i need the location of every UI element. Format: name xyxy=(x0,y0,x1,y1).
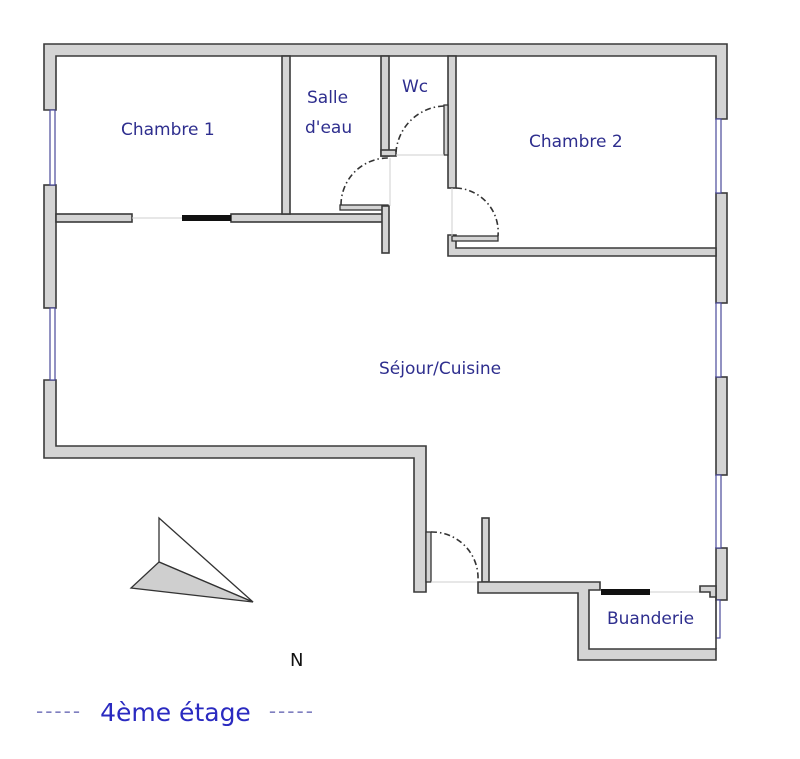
room-label-buanderie: Buanderie xyxy=(607,609,695,629)
room-label-salle-deau-line1: Salle xyxy=(307,88,349,108)
wall-left-1 xyxy=(43,184,57,309)
wall-wc-ch2 xyxy=(447,55,457,189)
wall-bottom-right xyxy=(477,581,717,661)
room-label-chambre-2: Chambre 2 xyxy=(529,132,623,152)
window-right-1 xyxy=(715,118,722,194)
floor-dash-right: ----- xyxy=(268,699,315,723)
door-wc-swing xyxy=(395,105,445,153)
wall-sde-wc xyxy=(380,55,390,157)
door-sde-swing xyxy=(340,157,389,206)
wall-chambre1-bottom-b xyxy=(230,213,389,223)
floor-dash-left: ----- xyxy=(36,699,83,723)
wall-right-2 xyxy=(715,376,728,476)
wall-sde-stub xyxy=(380,149,397,157)
room-label-wc: Wc xyxy=(402,77,429,97)
closet-door-buanderie xyxy=(601,589,650,595)
wall-entrance-post xyxy=(481,517,490,583)
wall-buanderie-right xyxy=(699,585,717,649)
door-entrance-panel[interactable] xyxy=(425,531,432,583)
wall-chambre2-bottom xyxy=(447,234,717,257)
wall-right-3 xyxy=(715,547,728,601)
door-entrance-swing xyxy=(430,531,479,581)
door-sde-panel[interactable] xyxy=(339,204,389,211)
room-label-chambre-1: Chambre 1 xyxy=(121,120,215,140)
room-label-sejour-cuisine: Séjour/Cuisine xyxy=(379,359,502,379)
wall-top xyxy=(43,43,728,120)
wall-ch1-sde xyxy=(281,55,291,215)
door-ch2-swing xyxy=(455,187,499,237)
window-right-3 xyxy=(715,474,722,549)
compass-north-label: N xyxy=(290,650,304,671)
door-wc-panel[interactable] xyxy=(443,104,449,156)
floor-label: 4ème étage xyxy=(100,698,251,727)
window-right-2 xyxy=(715,302,722,378)
window-left-2 xyxy=(49,307,56,381)
room-label-salle-deau-line2: d'eau xyxy=(305,118,353,138)
closet-door-chambre1 xyxy=(182,215,231,221)
compass-icon xyxy=(129,516,254,603)
door-ch2-panel[interactable] xyxy=(451,235,499,242)
wall-left-bottom xyxy=(43,379,427,593)
wall-right-1 xyxy=(715,192,728,304)
wall-chambre1-bottom-a xyxy=(55,213,133,223)
floor-caption: ----- 4ème étage ----- xyxy=(36,698,315,727)
wall-hall-stub xyxy=(381,205,390,254)
window-left-1 xyxy=(49,109,56,186)
